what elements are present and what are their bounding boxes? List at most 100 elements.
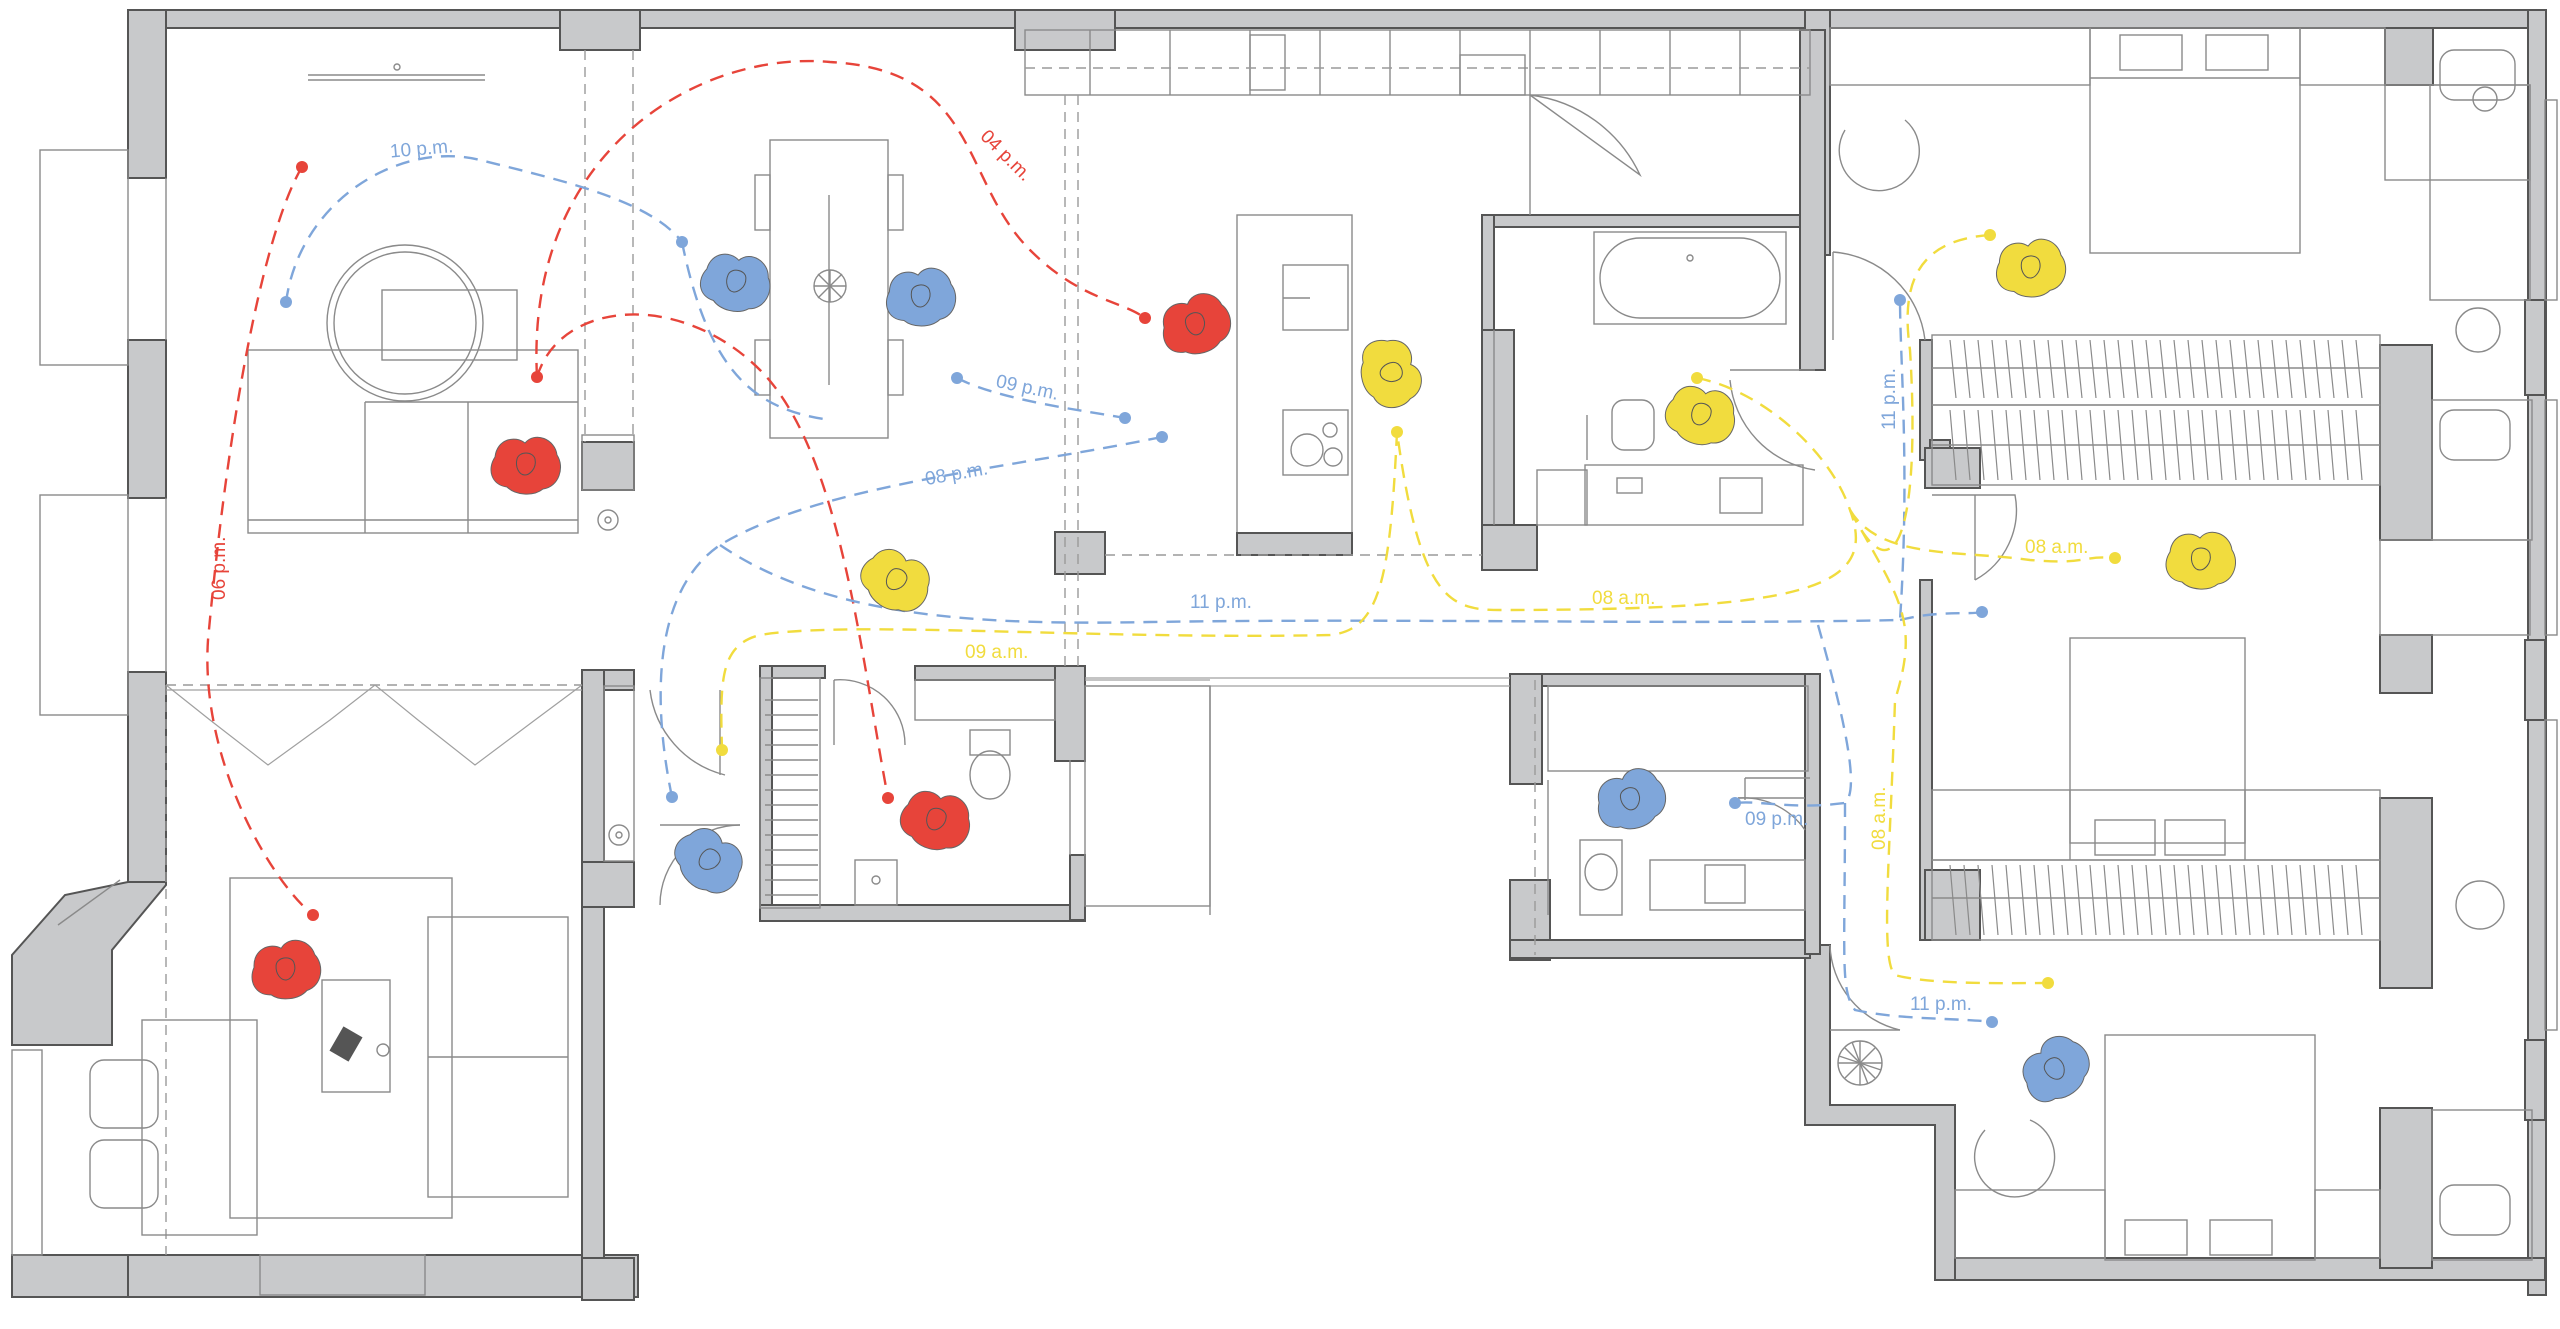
- hanger-line: [2215, 409, 2223, 481]
- wardrobe-hangers: [1949, 339, 2363, 936]
- hanger-line: [2019, 409, 2027, 481]
- hanger-line: [1949, 409, 1957, 481]
- blue-dot: [1729, 797, 1741, 809]
- red-dot: [882, 792, 894, 804]
- red-dot: [531, 371, 543, 383]
- figure-icon: [886, 267, 957, 327]
- hanger-line: [2229, 864, 2237, 936]
- hanger-line: [2355, 409, 2363, 481]
- label-blue-10pm: 10 p.m.: [389, 136, 454, 162]
- hanger-line: [2005, 339, 2013, 399]
- label-yellow-09am: 09 a.m.: [965, 642, 1028, 663]
- figure-icon: [1162, 293, 1232, 355]
- label-red-06pm: 06 p.m.: [209, 537, 230, 600]
- figure-icon: [1664, 385, 1736, 446]
- label-blue-11pm-vertical: 11 p.m.: [1879, 368, 1900, 430]
- yellow-dot: [1691, 372, 1703, 384]
- plant-icon: [1837, 1040, 1883, 1086]
- blue-dot: [666, 791, 678, 803]
- furniture: [89, 27, 2533, 1296]
- label-blue-09pm-bath: 09 p.m.: [1745, 809, 1808, 830]
- hanger-line: [2047, 339, 2055, 399]
- hanger-line: [2285, 864, 2293, 936]
- blue-dot: [1156, 431, 1168, 443]
- hanger-line: [2047, 409, 2055, 481]
- hanger-line: [2187, 864, 2195, 936]
- figure-icon: [490, 436, 561, 495]
- hanger-line: [1963, 864, 1971, 936]
- dining-table-icon: [813, 269, 847, 303]
- figure-icon: [899, 790, 971, 851]
- hanger-line: [2285, 409, 2293, 481]
- hanger-line: [2173, 864, 2181, 936]
- hanger-line: [2145, 864, 2153, 936]
- hanger-line: [2047, 864, 2055, 936]
- windows: [11, 99, 2558, 1256]
- hanger-line: [2145, 339, 2153, 399]
- hanger-line: [2103, 339, 2111, 399]
- figure-icon: [1360, 339, 1422, 409]
- hanger-line: [2117, 339, 2125, 399]
- red-dot: [296, 161, 308, 173]
- figure-icon: [699, 253, 771, 312]
- hanger-line: [2341, 409, 2349, 481]
- hanger-line: [2341, 339, 2349, 399]
- hanger-line: [2201, 339, 2209, 399]
- hanger-line: [2299, 409, 2307, 481]
- hanger-line: [2117, 409, 2125, 481]
- hanger-line: [1977, 339, 1985, 399]
- hanger-line: [2075, 409, 2083, 481]
- figure-icon: [674, 827, 743, 894]
- hanger-line: [2145, 409, 2153, 481]
- figure-icon: [1996, 238, 2067, 298]
- blue-dot: [1986, 1016, 1998, 1028]
- hanger-line: [2061, 409, 2069, 481]
- hanger-line: [2299, 339, 2307, 399]
- label-yellow-08am-bedroom: 08 a.m.: [2025, 537, 2088, 558]
- hanger-line: [2285, 339, 2293, 399]
- hanger-line: [2131, 409, 2139, 481]
- hanger-line: [2313, 339, 2321, 399]
- hanger-line: [1949, 339, 1957, 399]
- hanger-line: [2201, 409, 2209, 481]
- blue-dot: [951, 372, 963, 384]
- hanger-line: [1963, 339, 1971, 399]
- figure-icon: [2165, 531, 2236, 590]
- hanger-line: [2313, 864, 2321, 936]
- routes: [206, 59, 2116, 1024]
- hanger-line: [2327, 409, 2335, 481]
- hanger-line: [2033, 339, 2041, 399]
- hanger-line: [2173, 339, 2181, 399]
- figure-icon: [2022, 1035, 2090, 1103]
- hanger-line: [2131, 339, 2139, 399]
- hanger-line: [2341, 864, 2349, 936]
- hanger-line: [2061, 339, 2069, 399]
- label-yellow-08am-vertical: 08 a.m.: [1869, 787, 1890, 850]
- hanger-line: [1991, 409, 1999, 481]
- hanger-line: [2089, 339, 2097, 399]
- hanger-line: [1949, 864, 1957, 936]
- hanger-line: [1977, 864, 1985, 936]
- figure-icon: [1597, 768, 1667, 830]
- figures: [251, 238, 2236, 1103]
- hanger-line: [2229, 339, 2237, 399]
- hanger-line: [2243, 409, 2251, 481]
- laptop-icon: [329, 1026, 390, 1062]
- hanger-line: [2005, 864, 2013, 936]
- hanger-line: [2075, 339, 2083, 399]
- hanger-line: [2355, 339, 2363, 399]
- hanger-line: [2271, 864, 2279, 936]
- hanger-line: [2103, 409, 2111, 481]
- blue-dot: [1894, 294, 1906, 306]
- hanger-line: [2355, 864, 2363, 936]
- route-endpoints: [280, 161, 2121, 1028]
- hanger-line: [2061, 864, 2069, 936]
- yellow-dot: [1984, 229, 1996, 241]
- red-dot: [1139, 312, 1151, 324]
- hanger-line: [2033, 864, 2041, 936]
- hanger-line: [2215, 339, 2223, 399]
- blue-dot: [1119, 412, 1131, 424]
- hanger-line: [2103, 864, 2111, 936]
- yellow-dot: [2109, 552, 2121, 564]
